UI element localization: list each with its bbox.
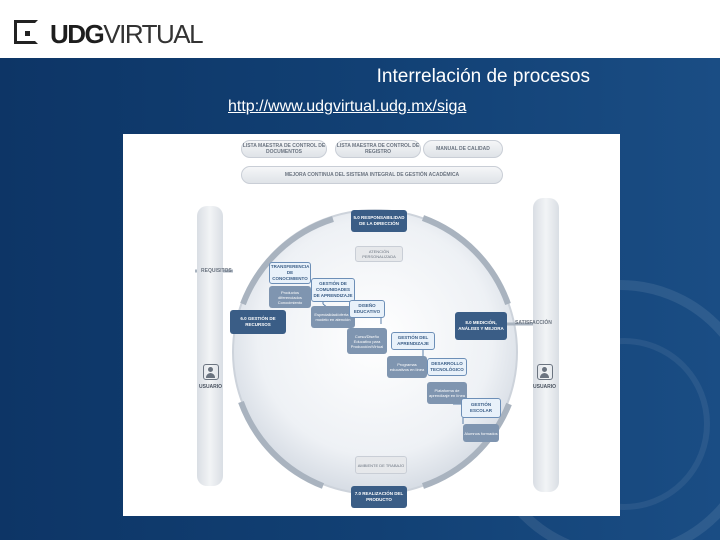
box-specialty-offer: Especialidad/oferta y modelo en atención — [311, 306, 355, 328]
box-learning-platform: Plataforma de aprendizaje en línea — [427, 382, 467, 404]
box-products: Productos diferenciados Conocimiento — [269, 286, 311, 308]
slide-title: Interrelación de procesos — [376, 66, 590, 87]
udg-virtual-logo: UDGVIRTUAL — [50, 19, 204, 49]
pill-document-master-list: LISTA MAESTRA DE CONTROL DE DOCUMENTOS — [241, 140, 327, 158]
siga-link[interactable]: http://www.udgvirtual.udg.mx/siga — [228, 98, 467, 115]
box-course-design: Curso/Diseño Educativo para Producción/V… — [347, 328, 387, 354]
box-product-realization: 7.0 REALIZACIÓN DEL PRODUCTO — [351, 486, 407, 508]
box-knowledge-transfer: TRANSFERENCIA DE CONOCIMIENTO — [269, 262, 311, 284]
cycle-arrow-lower-right — [422, 402, 512, 489]
pill-quality-manual: MANUAL DE CALIDAD — [423, 140, 503, 158]
slide-body: Interrelación de procesos http://www.udg… — [0, 58, 720, 540]
cycle-arrow-lower-left — [238, 400, 325, 489]
right-user-icon — [537, 364, 553, 380]
box-personal-attention: ATENCIÓN PERSONALIZADA — [355, 246, 403, 262]
cycle-arrow-upper-right — [421, 215, 511, 306]
pill-continuous-improvement: MEJORA CONTINUA DEL SISTEMA INTEGRAL DE … — [241, 166, 503, 184]
box-tech-development: DESARROLLO TECNOLÓGICO — [427, 358, 467, 376]
udg-logo-icon — [14, 20, 38, 44]
box-management-responsibility: 5.0 RESPONSABILIDAD DE LA DIRECCIÓN — [351, 210, 407, 232]
requirements-label: REQUISITOS — [201, 268, 232, 274]
satisfaction-label: SATISFACCIÓN — [515, 320, 552, 326]
left-user-label: USUARIO — [199, 384, 223, 390]
cycle-arrow-upper-left — [240, 216, 334, 306]
right-user-label: USUARIO — [533, 384, 557, 390]
right-column — [533, 198, 559, 492]
left-column — [197, 206, 223, 486]
header-bar: UDGVIRTUAL — [0, 0, 720, 58]
box-online-programs: Programas educativos en línea — [387, 356, 427, 378]
box-work-environment: AMBIENTE DE TRABAJO — [355, 456, 407, 474]
box-learning-communities: GESTIÓN DE COMUNIDADES DE APRENDIZAJE — [311, 278, 355, 302]
left-user-icon — [203, 364, 219, 380]
box-educational-design: DISEÑO EDUCATIVO — [349, 300, 385, 318]
box-resource-management: 6.0 GESTIÓN DE RECURSOS — [230, 310, 286, 334]
box-school-management: GESTIÓN ESCOLAR — [461, 398, 501, 418]
process-diagram: LISTA MAESTRA DE CONTROL DE DOCUMENTOS L… — [123, 134, 620, 516]
box-measurement-improvement: 8.0 MEDICIÓN, ANÁLISIS Y MEJORA — [455, 312, 507, 340]
box-trained-students: Alumnos formados — [463, 424, 499, 442]
box-learning-management: GESTIÓN DEL APRENDIZAJE — [391, 332, 435, 350]
pill-record-master-list: LISTA MAESTRA DE CONTROL DE REGISTRO — [335, 140, 421, 158]
